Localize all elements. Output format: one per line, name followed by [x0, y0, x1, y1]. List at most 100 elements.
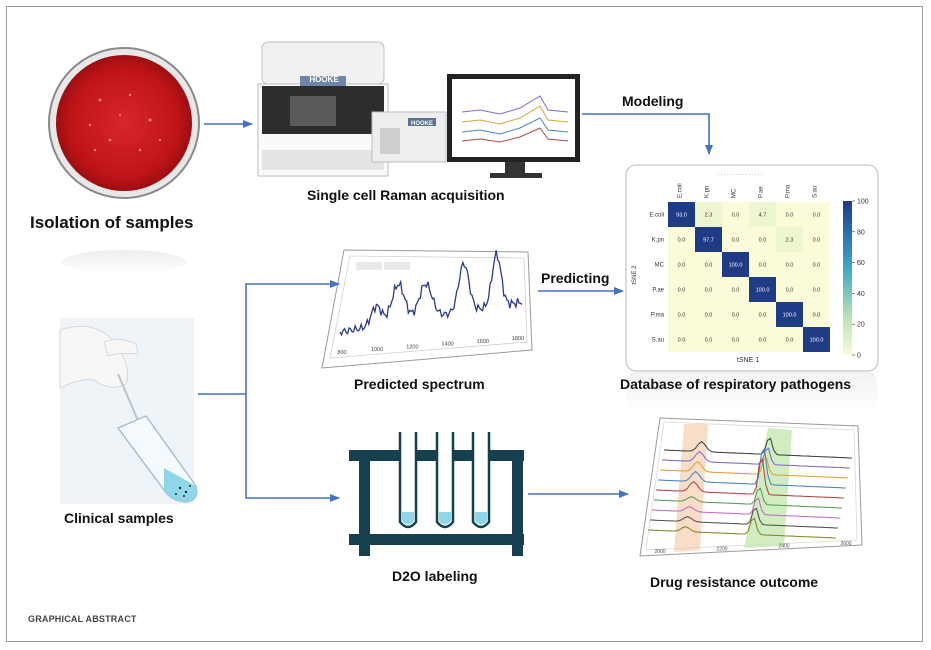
heatmap-cell — [722, 302, 749, 327]
petri-dish-image — [48, 47, 200, 274]
heatmap-cell-value: 0.0 — [678, 313, 686, 319]
heatmap-cell-value: 0.0 — [705, 288, 713, 294]
modeling-label: Modeling — [622, 93, 684, 109]
heatmap-col-label: P.ae — [759, 186, 765, 198]
heatmap-cell — [722, 252, 749, 277]
drug-spectrum-line — [655, 457, 845, 499]
instrument-brand-top: HOOKE — [309, 75, 339, 84]
heatmap-cell-value: 0.0 — [705, 313, 713, 319]
spectrum-x-tick-label: 1800 — [512, 336, 524, 342]
heatmap-cell-value: 0.0 — [786, 263, 794, 269]
heatmap-cell — [749, 227, 776, 252]
flow-arrows — [198, 113, 713, 502]
arrow-modeling — [582, 113, 713, 155]
heatmap-cell — [668, 202, 695, 227]
heatmap-cell — [749, 202, 776, 227]
heatmap-cell — [776, 302, 803, 327]
heatmap-cell-value: 0.0 — [759, 313, 767, 319]
drug-x-tick-label: 2400 — [778, 544, 789, 550]
heatmap-cell-value: 0.0 — [732, 288, 740, 294]
heatmap-cell-value: 0.0 — [813, 288, 821, 294]
raman-instrument-image — [257, 41, 580, 178]
heatmap-cell-value: 0.0 — [759, 238, 767, 244]
heatmap-cell — [749, 277, 776, 302]
heatmap-cell — [776, 202, 803, 227]
heatmap-row-label: K.pn — [652, 238, 664, 244]
heatmap-cell — [749, 252, 776, 277]
clinical-label: Clinical samples — [64, 510, 174, 526]
heatmap-cell — [749, 302, 776, 327]
heatmap-row-label: E.coli — [649, 213, 664, 219]
heatmap-cell — [668, 302, 695, 327]
heatmap-cell-value: 0.0 — [759, 338, 767, 344]
heatmap-cell-value: 2.3 — [705, 213, 713, 219]
drug-spectra-lines — [647, 437, 853, 539]
drug-x-tick-label: 2200 — [716, 546, 727, 552]
heatmap-cell — [803, 202, 830, 227]
heatmap-cell-value: 0.0 — [732, 313, 740, 319]
predicted-spectrum-line — [339, 250, 523, 337]
heatmap-cell-value: 100.0 — [783, 313, 797, 319]
heatmap-cell-value: 0.0 — [813, 213, 821, 219]
heatmap-cell-value: 0.0 — [813, 313, 821, 319]
heatmap-row-label: MC — [655, 263, 665, 269]
heatmap-cell — [668, 327, 695, 352]
drug-spectrum-line — [647, 517, 837, 539]
heatmap-cell-value: 0.0 — [759, 263, 767, 269]
heatmap-cell — [803, 302, 830, 327]
arrow-to-d2o — [245, 394, 340, 502]
heatmap-cell — [695, 202, 722, 227]
drug-spectrum-line — [649, 507, 839, 529]
predicted-spectrum-label: Predicted spectrum — [354, 376, 485, 392]
colorbar-tick-label: 60 — [857, 260, 865, 267]
heatmap-cell-value: 0.0 — [786, 288, 794, 294]
heatmap-cell-value: 0.0 — [678, 238, 686, 244]
heatmap-ylabel: tSNE 2 — [632, 265, 638, 285]
heatmap-cell-value: 0.0 — [732, 238, 740, 244]
arrow-to-spectrum — [198, 280, 340, 395]
colorbar-tick-label: 40 — [857, 291, 865, 298]
spectrum-x-tick-label: 1600 — [477, 339, 489, 345]
clinical-sample-image — [59, 318, 198, 504]
colorbar-tick-label: 100 — [857, 199, 869, 206]
heatmap-col-label: P.ma — [786, 184, 792, 198]
spectrum-x-tick-label: 800 — [337, 350, 346, 356]
colorbar-tick-label: 20 — [857, 322, 865, 329]
d2o-band-highlight — [674, 424, 708, 552]
spectrum-x-tick-label: 1400 — [441, 342, 453, 348]
drug-spectrum-line — [661, 447, 851, 469]
heatmap-cell-value: 0.0 — [813, 263, 821, 269]
d2o-rack-image — [349, 432, 524, 556]
drug-spectrum-line — [663, 437, 853, 459]
heatmap-cell — [668, 277, 695, 302]
drug-spectrum-line — [651, 497, 841, 519]
heatmap-cell — [668, 227, 695, 252]
heatmap-cell-value: 0.0 — [732, 338, 740, 344]
footer-caption: GRAPHICAL ABSTRACT — [28, 614, 137, 624]
heatmap-cell-value: 0.0 — [678, 338, 686, 344]
heatmap-cell — [695, 277, 722, 302]
heatmap-cell-value: 0.0 — [732, 213, 740, 219]
drug-x-tick-label: 2600 — [840, 541, 851, 547]
heatmap-cell-value: 0.0 — [705, 263, 713, 269]
heatmap-cell-value: 0.0 — [813, 238, 821, 244]
predicting-label: Predicting — [541, 270, 610, 286]
drug-spectrum-line — [659, 457, 849, 479]
heatmap-row-label: P.ae — [652, 288, 664, 294]
heatmap-col-label: E.coli — [678, 183, 684, 198]
heatmap-cell — [722, 202, 749, 227]
heatmap-colorbar — [843, 201, 852, 355]
heatmap-row-label: S.au — [652, 338, 664, 344]
heatmap-cell — [695, 327, 722, 352]
drug-spectrum-line — [653, 487, 843, 509]
heatmap-row-label: P.ma — [651, 313, 665, 319]
isolation-label: Isolation of samples — [30, 213, 194, 232]
